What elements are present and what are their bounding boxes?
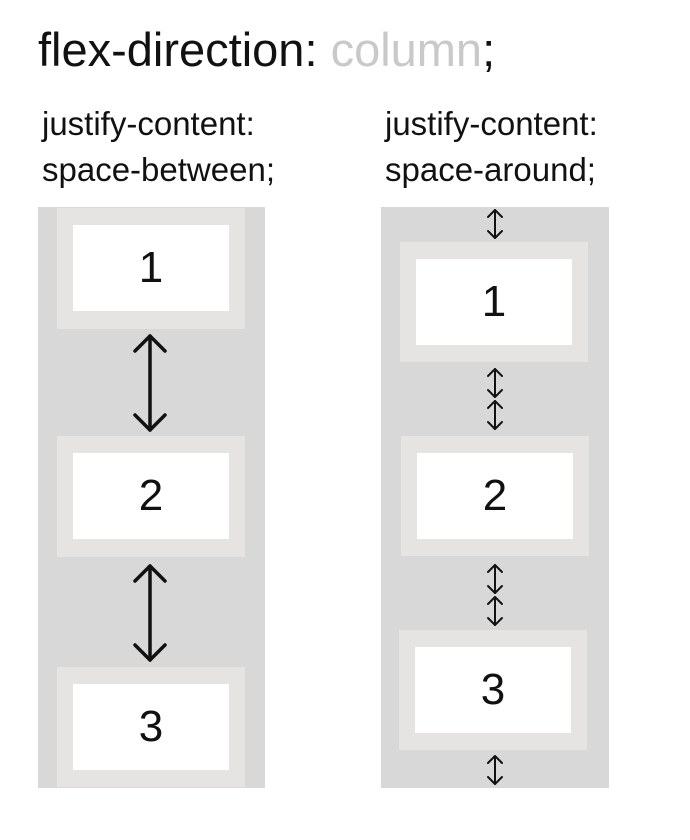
- space-around-value-label: space-around;: [385, 151, 596, 188]
- space-between-item-3: 3: [57, 667, 245, 787]
- item-label: 3: [415, 647, 571, 733]
- space-around-bottom-arrow: [487, 755, 503, 785]
- space-around-item-1: 1: [400, 242, 588, 362]
- heading-semicolon: ;: [482, 23, 496, 76]
- item-label: 2: [73, 453, 229, 539]
- space-around-item-3: 3: [399, 630, 587, 750]
- space-between-item-1: 1: [57, 208, 245, 329]
- space-around-gap-1-lower-arrow: [487, 400, 503, 430]
- page-title: flex-direction: column;: [38, 22, 495, 78]
- heading-value: column: [330, 23, 483, 76]
- space-between-gap-arrow-2: [133, 564, 167, 662]
- space-around-gap-1-upper-arrow: [487, 368, 503, 398]
- space-between-value-label: space-between;: [42, 151, 275, 188]
- item-label: 2: [417, 453, 573, 539]
- item-label: 3: [73, 684, 229, 770]
- space-between-item-2: 2: [57, 436, 245, 557]
- space-around-item-2: 2: [401, 436, 589, 556]
- item-label: 1: [416, 259, 572, 345]
- space-around-gap-2-upper-arrow: [487, 564, 503, 594]
- space-around-top-arrow: [487, 209, 503, 239]
- space-around-gap-2-lower-arrow: [487, 596, 503, 626]
- space-between-property-label: justify-content:: [42, 105, 255, 142]
- item-label: 1: [73, 225, 229, 311]
- space-between-gap-arrow-1: [133, 334, 167, 432]
- heading-property: flex-direction:: [38, 23, 318, 76]
- space-around-property-label: justify-content:: [385, 105, 598, 142]
